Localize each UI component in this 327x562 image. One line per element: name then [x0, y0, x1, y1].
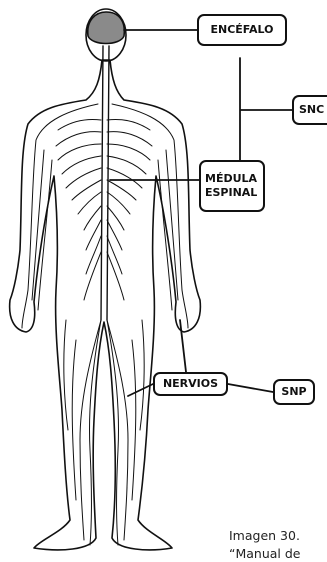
label-snc-text: SNC — [299, 103, 324, 117]
label-medula-line1: MÉDULA — [205, 172, 257, 186]
label-snc: SNC — [292, 95, 327, 125]
caption-line1: Imagen 30. — [229, 528, 300, 543]
label-snp: SNP — [273, 379, 315, 405]
label-encefalo: ENCÉFALO — [197, 14, 287, 46]
label-nervios-text: NERVIOS — [163, 377, 218, 391]
label-snp-text: SNP — [281, 385, 306, 399]
label-medula-espinal: MÉDULA ESPINAL — [199, 160, 265, 212]
spinal-cord — [101, 46, 109, 320]
label-nervios: NERVIOS — [153, 372, 228, 396]
label-encefalo-text: ENCÉFALO — [210, 23, 273, 37]
brain-shape — [88, 12, 125, 44]
connector-snp — [228, 384, 273, 392]
label-medula-line2: ESPINAL — [205, 186, 257, 200]
caption-line2: “Manual de — [229, 546, 301, 561]
